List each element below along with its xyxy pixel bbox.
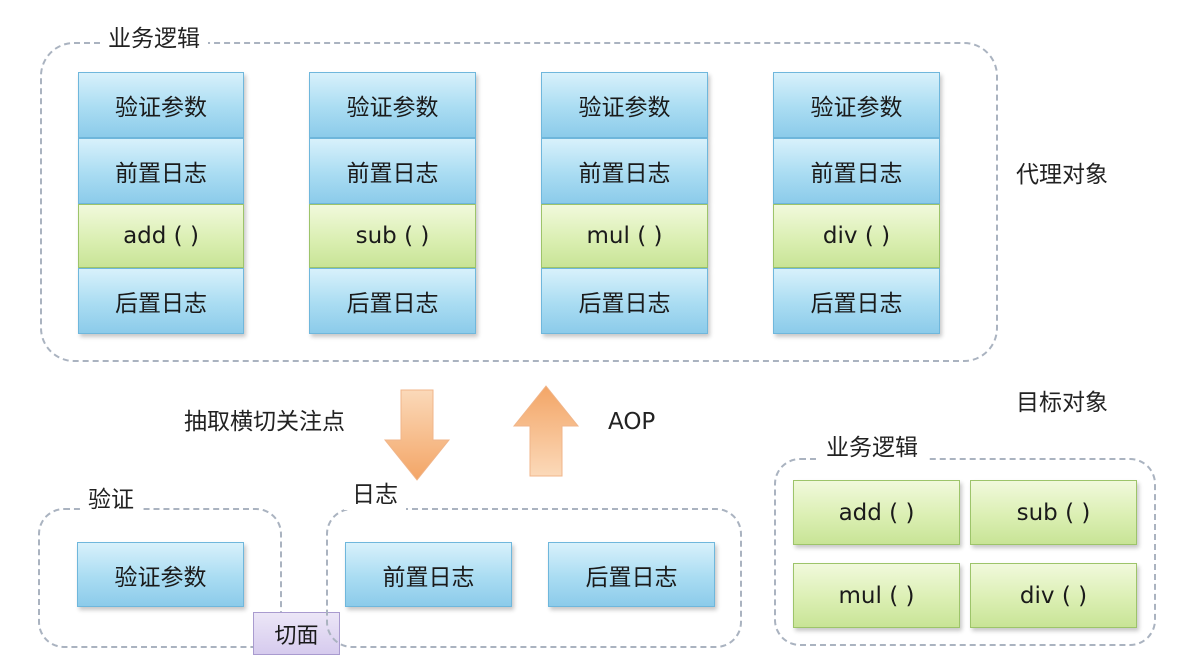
proxy-col3-validate: 验证参数 [541, 72, 708, 138]
proxy-col4-pre-log: 前置日志 [773, 138, 940, 204]
aop-label: AOP [608, 409, 656, 435]
proxy-col1-method: add ( ) [78, 204, 244, 268]
proxy-business-logic-group [40, 42, 998, 362]
target-add-method: add ( ) [793, 480, 960, 545]
target-div-method: div ( ) [970, 563, 1137, 628]
log-post-log: 后置日志 [548, 542, 715, 607]
validation-validate-params: 验证参数 [77, 542, 244, 607]
proxy-object-label: 代理对象 [1016, 162, 1108, 188]
log-group-label: 日志 [344, 480, 406, 510]
target-mul-method: mul ( ) [793, 563, 960, 628]
extract-crosscutting-label: 抽取横切关注点 [184, 409, 345, 435]
validation-group [38, 508, 282, 648]
up-arrow-icon [512, 385, 580, 477]
log-group [326, 508, 742, 648]
proxy-col1-validate: 验证参数 [78, 72, 244, 138]
proxy-col2-pre-log: 前置日志 [309, 138, 476, 204]
proxy-col4-method: div ( ) [773, 204, 940, 268]
log-pre-log: 前置日志 [345, 542, 512, 607]
proxy-col3-post-log: 后置日志 [541, 268, 708, 334]
target-object-label: 目标对象 [1016, 390, 1108, 416]
proxy-col4-post-log: 后置日志 [773, 268, 940, 334]
target-business-logic-group [774, 458, 1156, 646]
proxy-col4-validate: 验证参数 [773, 72, 940, 138]
validation-group-label: 验证 [80, 485, 142, 515]
proxy-col1-post-log: 后置日志 [78, 268, 244, 334]
proxy-col2-method: sub ( ) [309, 204, 476, 268]
proxy-col3-method: mul ( ) [541, 204, 708, 268]
target-group-label: 业务逻辑 [818, 433, 926, 463]
proxy-col2-post-log: 后置日志 [309, 268, 476, 334]
proxy-group-label: 业务逻辑 [100, 24, 208, 54]
proxy-col1-pre-log: 前置日志 [78, 138, 244, 204]
down-arrow-icon [383, 389, 451, 481]
aspect-label: 切面 [253, 612, 340, 655]
proxy-col2-validate: 验证参数 [309, 72, 476, 138]
target-sub-method: sub ( ) [970, 480, 1137, 545]
proxy-col3-pre-log: 前置日志 [541, 138, 708, 204]
